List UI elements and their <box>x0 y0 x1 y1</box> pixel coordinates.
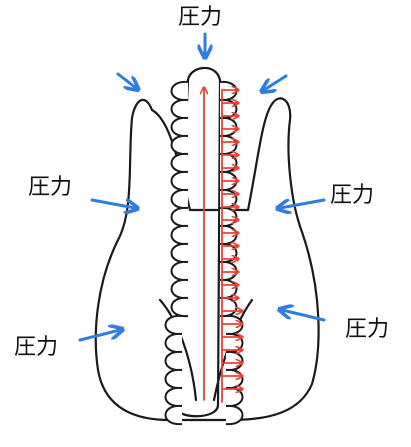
left-bump <box>170 134 189 156</box>
left-bump <box>170 116 189 138</box>
right-bump <box>225 314 244 336</box>
left-bump <box>164 386 183 408</box>
left-bump <box>164 404 183 426</box>
pressure-label-right-upper: 圧力 <box>330 183 374 208</box>
left-bump <box>170 188 189 210</box>
blue-arrow-icon <box>282 310 326 322</box>
left-bump <box>164 368 183 390</box>
outer-sheath <box>94 97 320 422</box>
left-bump <box>170 206 189 228</box>
left-bump <box>170 242 189 264</box>
blue-arrow-icon <box>280 198 326 208</box>
right-bump <box>225 386 244 408</box>
left-bump <box>164 350 183 372</box>
blue-arrow-icon <box>116 72 136 88</box>
left-bump <box>170 152 189 174</box>
pressure-label-right-lower: 圧力 <box>345 317 389 342</box>
left-bump <box>170 260 189 282</box>
right-bump <box>225 368 244 390</box>
left-bump <box>170 224 189 246</box>
pressure-label-top: 圧力 <box>178 5 222 30</box>
blue-arrow-icon <box>90 198 135 208</box>
left-bump <box>164 332 183 354</box>
right-bumps <box>219 80 244 426</box>
pressure-label-left-lower: 圧力 <box>14 335 58 360</box>
left-bump <box>170 296 189 318</box>
left-bump <box>170 278 189 300</box>
left-bumps <box>164 80 189 426</box>
sheath-inner-curve-left <box>158 298 198 402</box>
pressure-label-left-upper: 圧力 <box>28 175 72 200</box>
left-bump <box>164 314 183 336</box>
left-bump <box>170 80 189 102</box>
pressure-arrows <box>78 32 326 342</box>
left-bump <box>170 98 189 120</box>
growth-arrows <box>204 88 242 403</box>
blue-arrow-icon <box>264 74 288 90</box>
left-bump <box>170 170 189 192</box>
right-bump <box>225 350 244 372</box>
right-bump <box>225 404 244 426</box>
blue-arrow-icon <box>78 330 120 342</box>
